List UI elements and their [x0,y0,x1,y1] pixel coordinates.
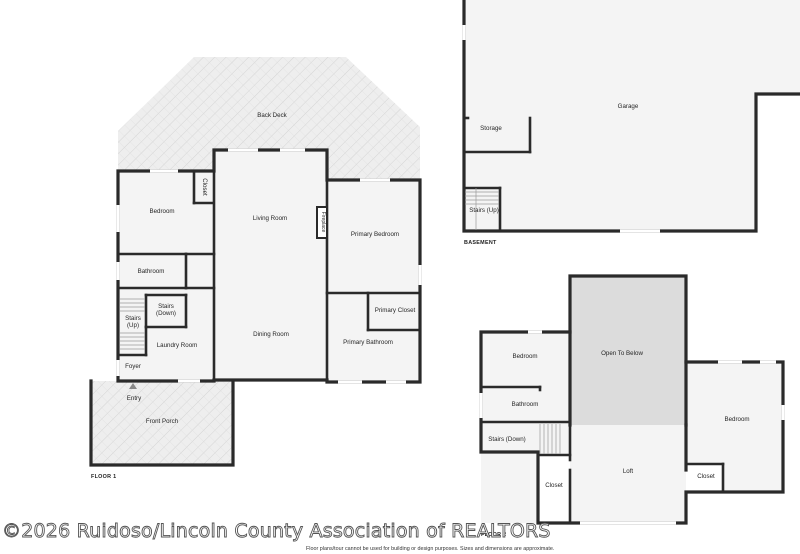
basement-plan [462,0,800,233]
room-closet-f1: Closet [201,178,208,196]
room-garage: Garage [618,103,639,110]
room-fireplace: Fireplace [320,212,326,233]
floor1-plan [89,57,422,467]
floor2-interior [481,332,783,523]
room-bedroom-f1: Bedroom [149,208,174,215]
plan-label-floor1: FLOOR 1 [91,474,116,480]
basement-windows [462,25,660,233]
room-dining-room: Dining Room [253,331,289,338]
room-bedroom-f2-left: Bedroom [512,353,537,360]
room-back-deck: Back Deck [257,112,287,119]
fireplace-block [316,206,328,239]
floor1-stairs-up [120,298,145,350]
floor2-plan [479,274,785,525]
room-primary-closet: Primary Closet [375,307,416,314]
room-stairs-up-basement: Stairs (Up) [469,207,499,214]
floor2-windows [479,330,785,525]
room-bathroom-f2: Bathroom [512,401,539,408]
room-storage: Storage [480,125,502,132]
plan-label-basement: BASEMENT [464,240,497,246]
floor1-windows [116,148,422,384]
room-stairs-down-f2: Stairs (Down) [488,436,525,443]
floor2-stairs [539,424,561,454]
room-closet-f2-right: Closet [697,473,715,480]
basement-stairs [465,188,499,230]
room-bathroom-f1: Bathroom [138,268,165,275]
front-porch-area [91,381,233,465]
room-bedroom-f2-right: Bedroom [724,416,749,423]
room-entry: Entry [127,395,142,402]
room-loft: Loft [623,468,634,475]
room-primary-bathroom: Primary Bathroom [343,339,393,346]
basement-interior [464,0,800,231]
plan-label-floor2: FLOOR 2 [481,532,506,538]
room-foyer: Foyer [125,363,141,370]
room-primary-bedroom: Primary Bedroom [351,231,399,238]
room-laundry-room: Laundry Room [157,342,198,349]
room-stairs-up-f1: Stairs(Up) [125,315,141,329]
floor1-interior [118,150,420,382]
room-closet-f2-left: Closet [545,482,563,489]
entry-arrow [129,383,137,389]
room-front-porch: Front Porch [146,418,179,425]
room-stairs-down-f1: Stairs(Down) [156,303,176,317]
back-deck-area [118,57,420,180]
room-open-to-below: Open To Below [601,350,643,357]
open-to-below-area [570,276,686,425]
watermark-text: ©2026 Ruidoso/Lincoln County Association… [2,520,551,543]
disclaimer-text: Floor plans/tour cannot be used for buil… [306,546,555,552]
basement-outer-wall [462,0,800,233]
room-living-room: Living Room [253,215,287,222]
